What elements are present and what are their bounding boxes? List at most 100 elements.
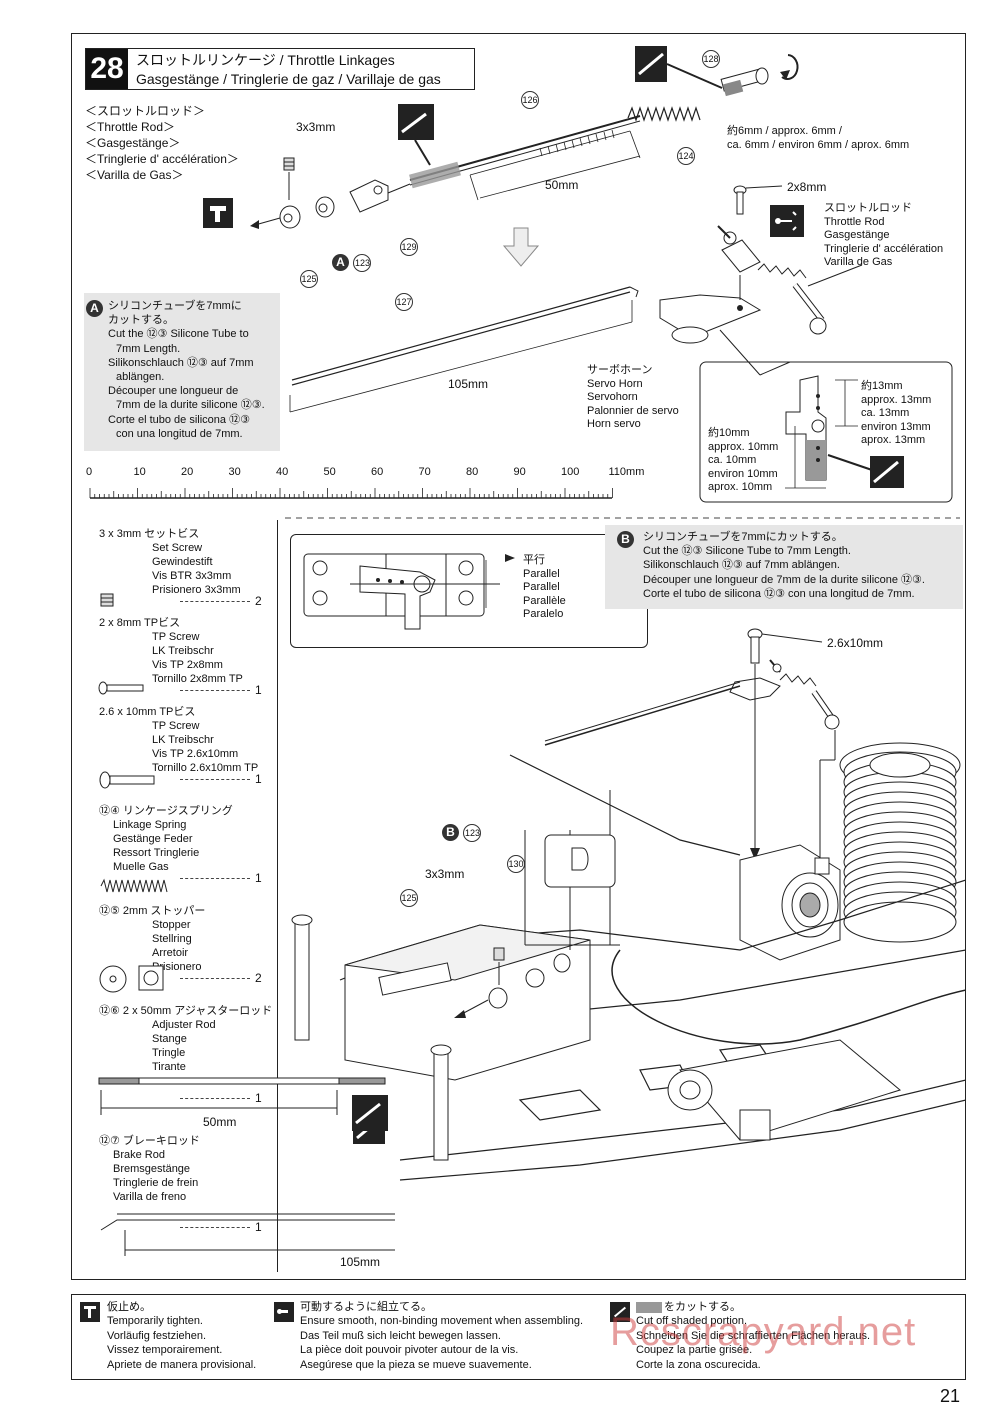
part-127-callout: 127 bbox=[395, 292, 413, 311]
part-name: ⑫⑥ 2 x 50mm アジャスターロッド bbox=[99, 1005, 273, 1017]
part-description: Gewindestift bbox=[152, 556, 213, 568]
smooth-movement-legend-icon bbox=[274, 1302, 294, 1322]
part-quantity: 1 bbox=[255, 772, 262, 786]
legend-footer bbox=[71, 1294, 966, 1380]
part-129-callout: 129 bbox=[400, 237, 418, 256]
ruler-tick-label: 0 bbox=[86, 466, 93, 478]
set-screw-3x3-icon bbox=[283, 157, 295, 200]
ruler bbox=[89, 488, 613, 499]
ruler-tick-label: 80 bbox=[466, 466, 479, 478]
servo-horn-label: サーボホーン Servo Horn Servohorn Palonnier de… bbox=[587, 364, 679, 431]
part-125-callout: 125 bbox=[300, 269, 318, 288]
part-description: TP Screw bbox=[152, 631, 200, 643]
screw-3x3-b-label: 3x3mm bbox=[425, 867, 465, 881]
part-description: Ressort Tringlerie bbox=[113, 847, 200, 859]
part-description: TP Screw bbox=[152, 720, 200, 732]
temporarily-tighten-icon bbox=[203, 198, 233, 228]
ruler-tick-label: 110mm bbox=[608, 466, 645, 478]
cut-shaded-icon bbox=[635, 46, 723, 89]
part-description: Varilla de freno bbox=[113, 1191, 187, 1203]
part-description: LK Treibschr bbox=[152, 734, 214, 746]
part-128-callout: 128 bbox=[702, 49, 720, 68]
cut-shaded-icon-2 bbox=[398, 104, 434, 166]
part-description: Gestänge Feder bbox=[113, 833, 193, 845]
ruler-tick-label: 60 bbox=[371, 466, 384, 478]
part-description: Tirante bbox=[152, 1061, 186, 1073]
part-dash-line bbox=[180, 690, 250, 691]
note-a-text: シリコンチューブを7mmに カットする。 Cut the ⑫③ Silicone… bbox=[108, 300, 265, 440]
instruction-frame bbox=[71, 33, 966, 1280]
screw-2x8-icon bbox=[733, 185, 783, 215]
part-name: ⑫⑤ 2mm ストッパー bbox=[99, 905, 206, 917]
part-description: Linkage Spring bbox=[113, 819, 187, 831]
part-description: Muelle Gas bbox=[113, 861, 169, 873]
part-length-label: 105mm bbox=[340, 1255, 381, 1269]
part-dash-line bbox=[180, 601, 250, 602]
part-dash-line bbox=[180, 779, 250, 780]
temporarily-tighten-legend-icon bbox=[80, 1302, 100, 1322]
part-dash-line bbox=[180, 1098, 250, 1099]
page-number: 21 bbox=[939, 1386, 960, 1406]
approx-13mm-label: 約13mm approx. 13mm ca. 13mm environ 13mm… bbox=[861, 380, 932, 447]
cut-shaded-icon-3 bbox=[827, 454, 904, 488]
part-length-label: 50mm bbox=[203, 1115, 237, 1129]
part-quantity: 2 bbox=[255, 971, 262, 985]
ruler-tick-label: 30 bbox=[228, 466, 241, 478]
parts-list bbox=[88, 520, 278, 1272]
servo-parallel-diagram bbox=[303, 553, 515, 630]
part-125-callout-b: 125 bbox=[400, 888, 418, 907]
part-dash-line bbox=[180, 978, 250, 979]
engine-chassis-diagram bbox=[291, 628, 966, 1181]
part-description: Tornillo 2.6x10mm TP bbox=[152, 762, 259, 774]
part-name: ⑫⑦ ブレーキロッド bbox=[99, 1135, 200, 1147]
shaded-swatch bbox=[636, 1302, 662, 1313]
part-quantity: 1 bbox=[255, 683, 262, 697]
part-quantity: 1 bbox=[255, 871, 262, 885]
screw-2x8-label: 2x8mm bbox=[787, 180, 827, 194]
part-124-callout: 124 bbox=[677, 146, 695, 165]
smooth-movement-icon bbox=[770, 205, 804, 237]
note-b-box bbox=[605, 525, 963, 609]
note-a-marker: A 123 bbox=[332, 253, 372, 272]
legend-temporarily-tighten: 仮止め。 Temporarily tighten. Vorläufig fest… bbox=[107, 1301, 257, 1371]
part-description: Stopper bbox=[152, 919, 191, 931]
part-description: Tringle bbox=[152, 1047, 186, 1059]
screw-3x3-label: 3x3mm bbox=[296, 120, 336, 134]
parallel-label: 平行 Parallel Parallel Parallèle Paralelo bbox=[523, 554, 566, 621]
part-description: Vis BTR 3x3mm bbox=[152, 570, 232, 582]
step-number: 28 bbox=[86, 49, 128, 89]
screw-26x10-label: 2.6x10mm bbox=[827, 636, 884, 650]
part-dash-line bbox=[180, 1227, 250, 1228]
note-a-letter: A bbox=[86, 299, 103, 317]
cut-shaded-legend-icon bbox=[610, 1302, 630, 1322]
part-description: Prisionero 3x3mm bbox=[152, 584, 241, 596]
part-name: 3 x 3mm セットビス bbox=[99, 528, 200, 540]
ruler-tick-label: 100 bbox=[561, 466, 580, 478]
part-description: Tornillo 2x8mm TP bbox=[152, 673, 243, 685]
step-title-line1: スロットルリンケージ / Throttle Linkages bbox=[136, 52, 395, 68]
watermark: Rcscrapyard.net bbox=[610, 1310, 917, 1354]
part-description: Vis TP 2.6x10mm bbox=[152, 748, 239, 760]
legend-cut-shaded: をカットする。 Cut off shaded portion. Schneide… bbox=[636, 1301, 870, 1371]
part-quantity: 1 bbox=[255, 1220, 262, 1234]
part-description: Prisionero bbox=[152, 961, 202, 973]
ruler-tick-label: 20 bbox=[181, 466, 194, 478]
part-126-callout: 126 bbox=[521, 90, 539, 109]
part-description: Arretoir bbox=[152, 947, 189, 959]
part-description: Brake Rod bbox=[113, 1149, 165, 1161]
part-description: Set Screw bbox=[152, 542, 203, 554]
note-a-box bbox=[84, 293, 280, 451]
ruler-tick-label: 70 bbox=[418, 466, 431, 478]
length-105-label: 105mm bbox=[448, 377, 489, 391]
part-name: ⑫④ リンケージスプリング bbox=[99, 805, 233, 817]
legend-smooth-movement: 可動するように組立てる。 Ensure smooth, non-binding … bbox=[300, 1301, 584, 1371]
part-description: Tringlerie de frein bbox=[113, 1177, 199, 1189]
approx-10mm-label: 約10mm approx. 10mm ca. 10mm environ 10mm… bbox=[708, 427, 779, 494]
part-description: Stange bbox=[152, 1033, 187, 1045]
part-description: Vis TP 2x8mm bbox=[152, 659, 223, 671]
throttle-rod-label: ＜スロットルロッド＞ ＜Throttle Rod＞ ＜Gasgestänge＞ … bbox=[85, 104, 239, 182]
top-assembly-diagram bbox=[203, 46, 960, 519]
part-description: LK Treibschr bbox=[152, 645, 214, 657]
ruler-tick-label: 50 bbox=[323, 466, 336, 478]
part-quantity: 1 bbox=[255, 1091, 262, 1105]
